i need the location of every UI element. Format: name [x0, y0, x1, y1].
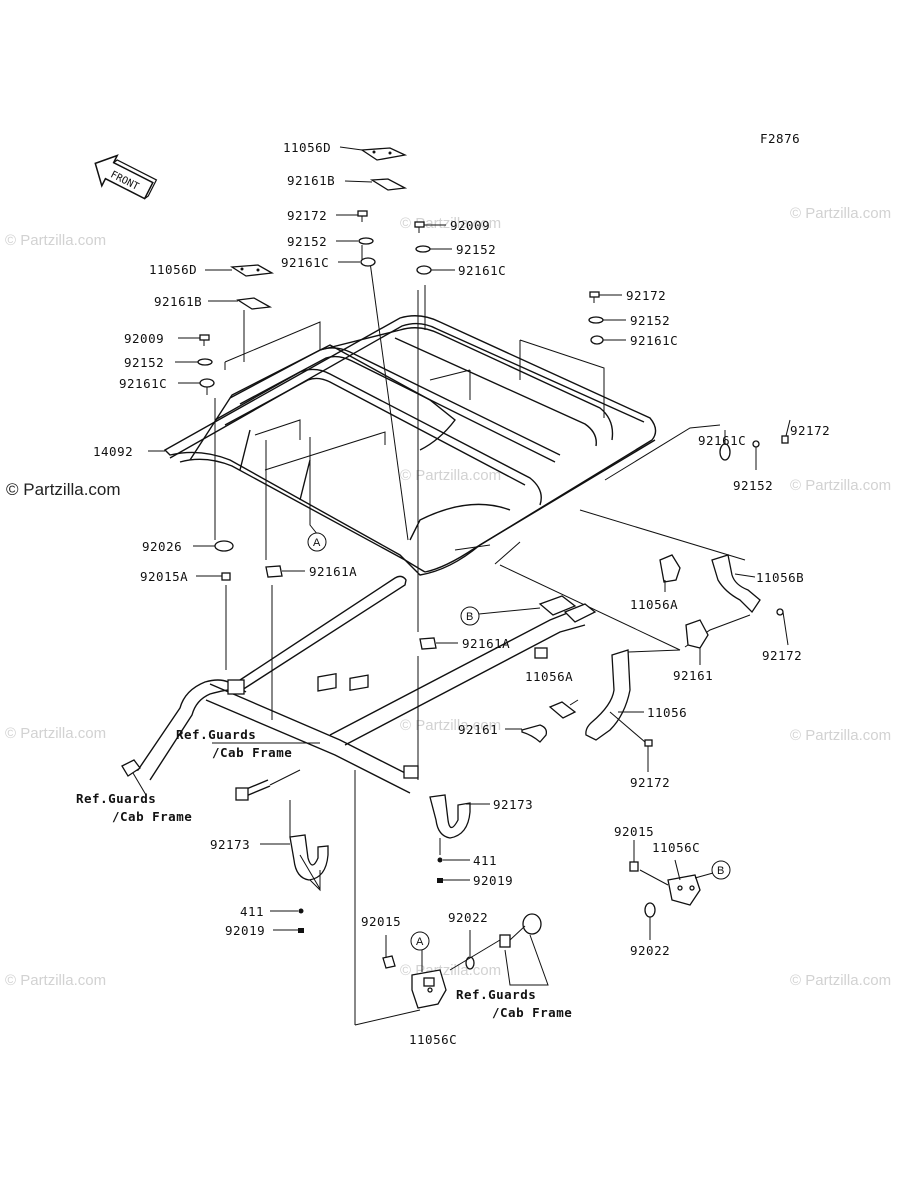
label: 92161A [462, 636, 510, 651]
svg-text:A: A [313, 537, 321, 549]
label: Ref.Guards [176, 727, 256, 742]
label: 92172 [630, 775, 670, 790]
label: 92019 [225, 923, 265, 938]
plate-92161b [369, 178, 408, 191]
label: 92152 [287, 234, 327, 249]
cab-frame [121, 575, 597, 794]
label: 92009 [124, 331, 164, 346]
roof-guide-lines [224, 245, 746, 651]
figure-code: F2876 [760, 131, 800, 146]
watermark: © Partzilla.com [5, 725, 106, 742]
label: 92173 [493, 797, 533, 812]
label: 92161 [673, 668, 713, 683]
label: 92161B [154, 294, 202, 309]
label: 92019 [473, 873, 513, 888]
label: 92161C [630, 333, 678, 348]
watermark: © Partzilla.com [5, 972, 106, 989]
label: 92152 [456, 242, 496, 257]
label: 92022 [448, 910, 488, 925]
svg-text:B: B [717, 865, 724, 877]
label: 11056C [409, 1032, 457, 1047]
label: 92161 [458, 722, 498, 737]
label: 92152 [124, 355, 164, 370]
label: /Cab Frame [112, 809, 192, 824]
callout-b-mid: B [460, 606, 541, 626]
label: 92152 [733, 478, 773, 493]
bracket-11056c-center [354, 770, 549, 1026]
label: 11056D [149, 262, 197, 277]
label: 92172 [287, 208, 327, 223]
svg-text:A: A [416, 936, 424, 948]
label: 92009 [450, 218, 490, 233]
label: Ref.Guards [76, 791, 156, 806]
label: 92022 [630, 943, 670, 958]
label: 92161C [698, 433, 746, 448]
washer-92152 [358, 237, 374, 245]
label: 92161C [281, 255, 329, 270]
front-arrow-icon: FRONT [94, 154, 158, 200]
label: /Cab Frame [212, 745, 292, 760]
callout-a-mid: A [307, 532, 327, 552]
label: 11056D [283, 140, 331, 155]
label: 11056C [652, 840, 700, 855]
clamp-92173-right [429, 794, 490, 883]
right-brackets [505, 554, 789, 772]
watermark: © Partzilla.com [400, 717, 501, 734]
label: 11056B [756, 570, 804, 585]
bracket-11056d [360, 147, 408, 161]
label: 92172 [790, 423, 830, 438]
watermarks: © Partzilla.com © Partzilla.com © Partzi… [5, 205, 891, 989]
bolt-92172 [336, 210, 368, 222]
watermark: © Partzilla.com [790, 477, 891, 494]
label: 92015A [140, 569, 188, 584]
label: 92161C [119, 376, 167, 391]
label: 92015 [614, 824, 654, 839]
roof-panel [163, 315, 657, 576]
label: 411 [473, 853, 497, 868]
svg-text:B: B [466, 611, 473, 623]
label: 92172 [762, 648, 802, 663]
label: 411 [240, 904, 264, 919]
label: 14092 [93, 444, 133, 459]
watermark: © Partzilla.com [790, 972, 891, 989]
label: 92173 [210, 837, 250, 852]
watermark: © Partzilla.com [790, 727, 891, 744]
label: 92161A [309, 564, 357, 579]
watermark: © Partzilla.com [400, 467, 501, 484]
lower-left-hardware [193, 290, 458, 780]
watermark: © Partzilla.com [5, 232, 106, 249]
watermark: © Partzilla.com [790, 205, 891, 222]
top-hardware [175, 146, 791, 470]
callout-b-right: B [711, 860, 731, 880]
bracket-11056c-right [629, 840, 714, 940]
label: 11056 [647, 705, 687, 720]
label: 92172 [626, 288, 666, 303]
clamp-92173-left [260, 800, 329, 933]
label: 11056A [525, 669, 573, 684]
label: 92161B [287, 173, 335, 188]
watermark: © Partzilla.com [6, 480, 121, 499]
grommet-92161c [360, 257, 376, 267]
watermark: © Partzilla.com [400, 215, 501, 232]
label: /Cab Frame [492, 1005, 572, 1020]
part-labels: 11056D 92161B 92172 92152 92161C 92009 9… [76, 140, 830, 1047]
label: 92152 [630, 313, 670, 328]
bolt [235, 769, 301, 801]
label: 92161C [458, 263, 506, 278]
label: 11056A [630, 597, 678, 612]
label: 92015 [361, 914, 401, 929]
callout-a-low: A [410, 931, 430, 951]
label: 92026 [142, 539, 182, 554]
label: Ref.Guards [456, 987, 536, 1002]
